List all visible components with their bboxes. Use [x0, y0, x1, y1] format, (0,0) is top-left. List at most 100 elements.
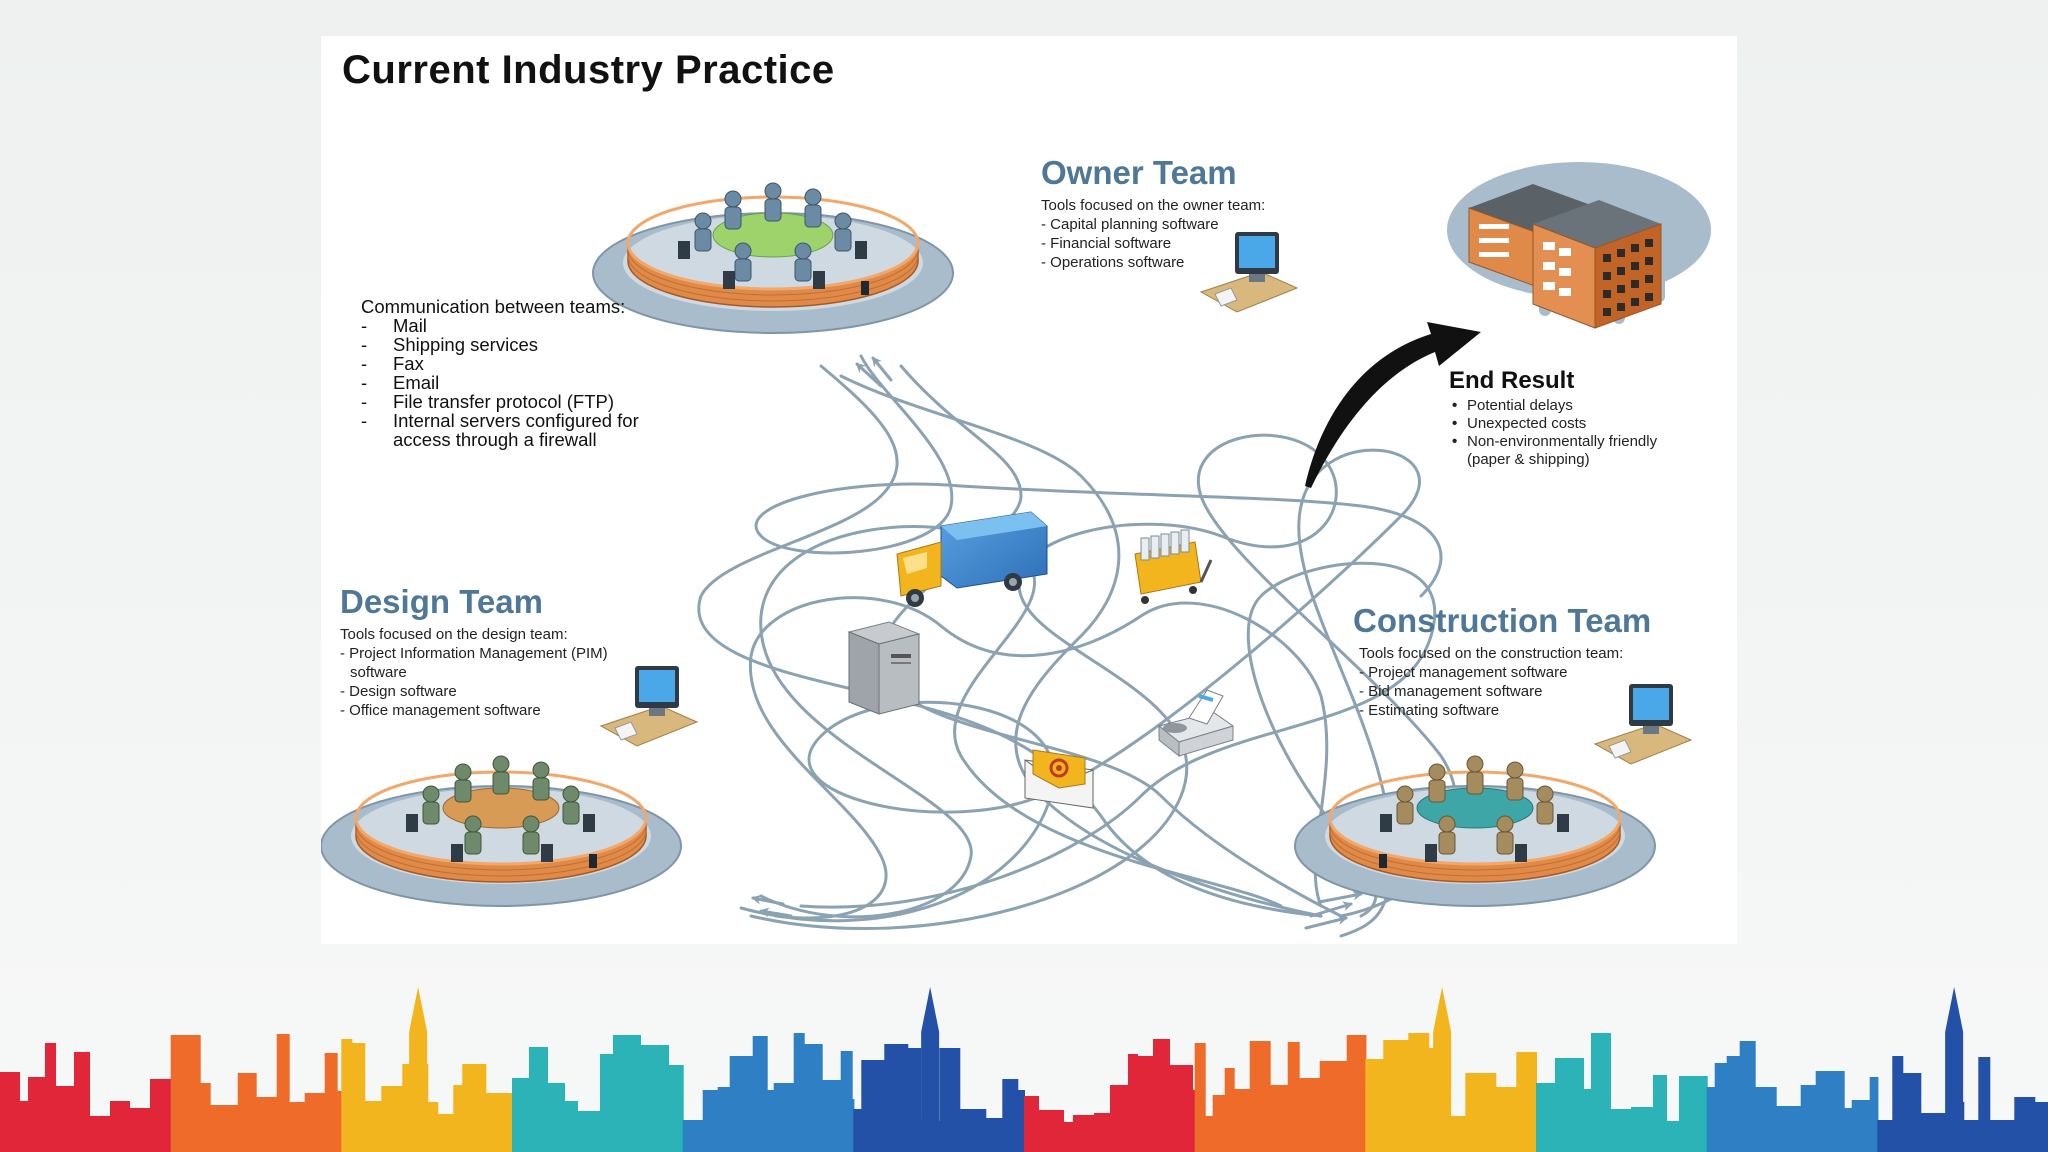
skyline-building	[529, 1047, 548, 1152]
skyline-building	[853, 1109, 864, 1152]
skyline-building	[324, 1053, 338, 1152]
diagram-title: Current Industry Practice	[342, 48, 835, 92]
skyline-building	[208, 1105, 240, 1152]
skyline-building	[702, 1090, 720, 1152]
skyline-building	[453, 1085, 465, 1152]
design-team-intro: Tools focused on the design team:	[340, 626, 568, 643]
skyline-building	[1224, 1068, 1235, 1152]
skyline-building	[1191, 1090, 1196, 1152]
skyline-building	[1136, 1056, 1155, 1152]
skyline-building	[237, 1073, 257, 1152]
owner-tool-item: Operations software	[1041, 253, 1265, 272]
skyline-building	[717, 1087, 732, 1152]
skyline-building	[0, 1072, 20, 1152]
communication-item-fax: Fax	[361, 354, 673, 373]
skyline-building	[1591, 1033, 1611, 1152]
diagram-graphics	[321, 162, 1711, 938]
skyline-building	[28, 1077, 47, 1152]
skyline-building	[1978, 1057, 1991, 1152]
skyline-building	[1037, 1110, 1064, 1152]
skyline-building	[45, 1043, 56, 1152]
skyline-building	[1212, 1095, 1227, 1152]
design-team-tools: Tools focused on the design team: Projec…	[340, 625, 610, 720]
end-result-section: End Result Potential delays Unexpected c…	[1449, 367, 1697, 469]
construction-team-heading: Construction Team	[1353, 602, 1652, 639]
email-envelope-icon	[1024, 749, 1094, 809]
communication-item-shipping: Shipping services	[361, 335, 673, 354]
skyline-building	[54, 1086, 76, 1152]
construction-team-tools: Tools focused on the construction team: …	[1359, 644, 1651, 720]
construction-tool-item: Bid management software	[1359, 682, 1651, 701]
skyline-building	[254, 1097, 279, 1152]
skyline-building	[1408, 1033, 1430, 1152]
skyline-spire	[921, 987, 940, 1152]
skyline-building	[1024, 1096, 1039, 1152]
skyline-building	[1516, 1052, 1537, 1152]
communication-intro: Communication between teams:	[361, 296, 626, 317]
skyline-building	[1892, 1056, 1904, 1152]
skyline-building	[128, 1108, 152, 1152]
skyline-building	[304, 1093, 327, 1152]
skyline-building	[906, 1048, 922, 1152]
skyline-building	[1194, 1043, 1206, 1152]
skyline-building	[1753, 1087, 1777, 1152]
skyline-building	[1110, 1085, 1130, 1152]
skyline-building	[1203, 1116, 1215, 1152]
skyline-building	[18, 1101, 30, 1152]
skyline-building	[1073, 1115, 1096, 1152]
construction-tool-item: Estimating software	[1359, 701, 1651, 720]
skyline-building	[335, 1091, 343, 1152]
skyline-building	[1287, 1042, 1300, 1152]
skyline-spire	[1433, 987, 1452, 1152]
skyline-building	[1319, 1061, 1349, 1152]
communication-item-ftp: File transfer protocol (FTP)	[361, 392, 673, 411]
skyline-building	[350, 1043, 366, 1152]
skyline-building	[1016, 1090, 1025, 1152]
design-team-heading: Design Team	[340, 583, 543, 620]
construction-meeting-platform-icon	[1294, 755, 1656, 907]
skyline-building	[2014, 1097, 2036, 1152]
skyline-building	[1494, 1087, 1519, 1152]
skyline-building	[1653, 1075, 1667, 1152]
skyline-spire	[409, 987, 428, 1152]
skyline-building	[484, 1093, 513, 1152]
delivery-truck-icon	[896, 511, 1048, 607]
skyline-building	[1962, 1120, 1981, 1152]
skyline-spire	[1945, 987, 1964, 1152]
skyline-building	[793, 1033, 805, 1152]
skyline-building	[546, 1083, 565, 1152]
skyline-building	[1465, 1073, 1497, 1152]
end-result-heading: End Result	[1449, 367, 1575, 394]
skyline-building	[1062, 1122, 1075, 1152]
skyline-building	[462, 1064, 487, 1152]
skyline-building	[1877, 1120, 1895, 1152]
construction-team-intro: Tools focused on the construction team:	[1359, 645, 1624, 662]
skyline-building	[667, 1065, 684, 1152]
skyline-building	[1851, 1100, 1872, 1152]
owner-team-tools: Tools focused on the owner team: Capital…	[1041, 196, 1265, 272]
skyline-building	[1448, 1116, 1468, 1152]
skyline-building	[1774, 1106, 1803, 1152]
skyline-building	[1346, 1035, 1367, 1152]
construction-team-section: Construction Team Tools focused on the c…	[1353, 602, 1651, 720]
skyline-building	[752, 1036, 768, 1152]
skyline-building	[110, 1101, 130, 1152]
owner-meeting-platform-icon	[592, 182, 954, 334]
skyline-building	[984, 1118, 1005, 1152]
skyline-building	[1582, 1089, 1593, 1152]
skyline-building	[802, 1044, 823, 1152]
skyline-building	[1268, 1085, 1290, 1152]
skyline-building	[850, 1099, 855, 1152]
skyline-building	[287, 1102, 307, 1152]
skyline-building	[773, 1083, 796, 1152]
skyline-building	[820, 1080, 843, 1152]
skyline-building	[613, 1035, 641, 1152]
skyline-building	[198, 1083, 211, 1152]
skyline-building	[1555, 1058, 1584, 1152]
skyline-building	[1679, 1076, 1708, 1152]
skyline-building	[341, 1039, 353, 1152]
skyline-building	[74, 1052, 90, 1152]
skyline-building	[1536, 1083, 1557, 1152]
skyline-building	[1869, 1077, 1879, 1152]
skyline-building	[170, 1035, 201, 1152]
